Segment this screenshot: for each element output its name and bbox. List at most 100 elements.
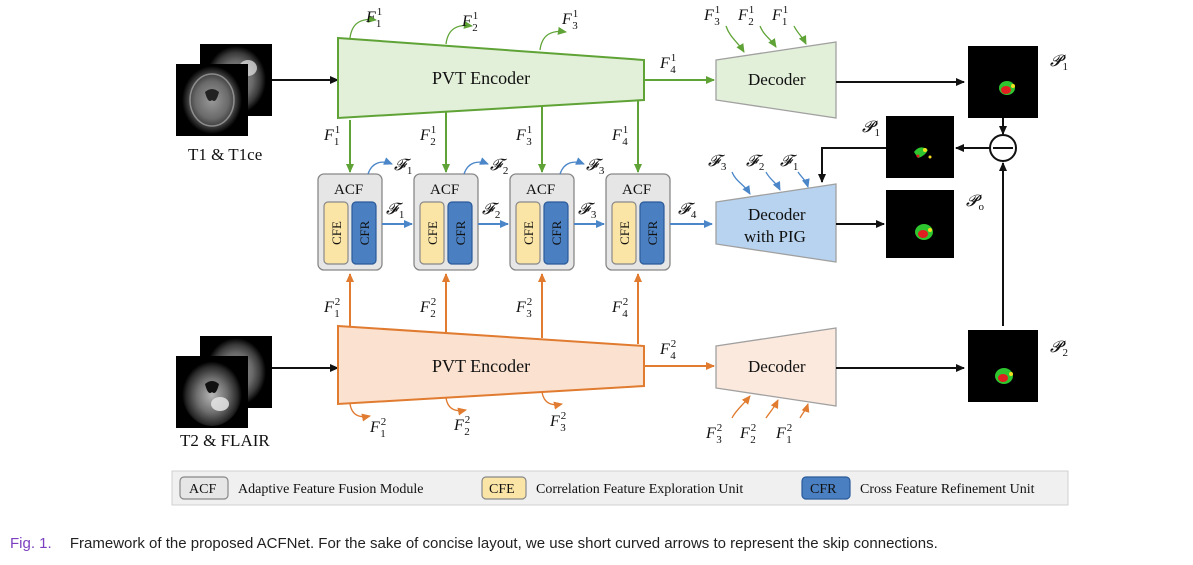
acf-title: ACF — [622, 182, 651, 198]
pig-skip-arrow-3 — [731, 171, 751, 195]
svg-text:𝓕2: 𝓕2 — [482, 201, 500, 221]
cfe-label: CFE — [617, 221, 632, 245]
svg-text:F11: F11 — [365, 6, 382, 30]
svg-text:F13: F13 — [515, 124, 532, 148]
cfr-label: CFR — [453, 220, 468, 245]
bottom-decoder-skip-arrow-2 — [765, 399, 779, 419]
pig-decoder-label-line2: with PIG — [744, 227, 806, 246]
cfe-label: CFE — [521, 221, 536, 245]
svg-text:F21: F21 — [369, 416, 386, 440]
svg-text:𝓕2: 𝓕2 — [490, 157, 508, 177]
svg-text:F14: F14 — [611, 124, 628, 148]
svg-text:𝓕3: 𝓕3 — [578, 201, 597, 221]
top-skip-arrow-1 — [349, 14, 377, 39]
svg-text:F12: F12 — [737, 4, 754, 28]
bottom-skip-arrow-1 — [349, 403, 371, 422]
svg-text:F23: F23 — [515, 296, 532, 320]
cfe-label: CFE — [329, 221, 344, 245]
difference-to-pig-arrow — [818, 147, 886, 183]
svg-text:F21: F21 — [775, 422, 792, 446]
acf-module-row: ACF CFE CFR ACF CFE CFR ACF CFE CFR ACF CFE CFR — [317, 173, 671, 271]
acf-skip-arrows — [367, 157, 585, 175]
top-skip-arrow-2 — [445, 20, 473, 45]
legend-cfe-tag: CFE — [489, 482, 515, 497]
cfr-label: CFR — [357, 220, 372, 245]
top-decoder-skip-arrow-3 — [725, 25, 745, 53]
svg-text:𝓕1: 𝓕1 — [386, 201, 404, 221]
bottom-decoder — [715, 327, 837, 407]
bottom-pvt-encoder — [337, 324, 645, 406]
p2-output-image — [968, 330, 1038, 402]
acf-title: ACF — [430, 182, 459, 198]
top-pvt-encoder — [337, 36, 645, 120]
legend-cfr-tag: CFR — [810, 482, 837, 497]
po-output-image — [886, 190, 954, 258]
bottom-decoder-skip-arrow-1 — [799, 403, 810, 419]
pig-skip-arrow-2 — [765, 171, 781, 191]
figure-caption: Fig. 1. Framework of the proposed ACFNet… — [10, 535, 938, 552]
cfr-label: CFR — [549, 220, 564, 245]
cfr-unit — [543, 201, 569, 265]
svg-text:F11: F11 — [323, 124, 340, 148]
svg-text:F12: F12 — [461, 10, 478, 34]
svg-text:F13: F13 — [561, 8, 578, 32]
pig-skip-arrow-1 — [797, 171, 810, 188]
acf-module-4: ACF CFE CFR — [605, 173, 671, 271]
legend-cfr-text: Cross Feature Refinement Unit — [860, 482, 1035, 497]
legend: ACF Adaptive Feature Fusion Module CFE C… — [171, 470, 1069, 506]
bottom-encoder-to-acf-arrows — [346, 273, 642, 344]
acf-module-1: ACF CFE CFR — [317, 173, 383, 271]
legend-acf-swatch — [179, 476, 229, 500]
p1-tilde-label: 𝓟1 — [862, 119, 880, 139]
caption-prefix: Fig. 1. — [10, 535, 52, 552]
subtract-node — [989, 134, 1017, 162]
p1-label: 𝓟1 — [1050, 53, 1068, 73]
svg-text:𝓕1: 𝓕1 — [780, 153, 798, 173]
bottom-skip-arrow-3 — [541, 391, 563, 410]
svg-text:F22: F22 — [419, 296, 436, 320]
top-decoder-skip-arrow-1 — [793, 25, 807, 45]
svg-text:F22: F22 — [453, 414, 470, 438]
cfr-unit — [447, 201, 473, 265]
top-encoder-to-acf-arrows — [346, 100, 642, 173]
acf-title: ACF — [334, 182, 363, 198]
svg-text:F13: F13 — [703, 4, 720, 28]
bottom-skip-arrow-2 — [445, 397, 467, 416]
bottom-encoder-label: PVT Encoder — [432, 356, 530, 376]
legend-cfe-swatch — [481, 476, 527, 500]
po-label: 𝓟o — [966, 193, 985, 213]
cfe-unit — [515, 201, 541, 265]
difference-map-image — [886, 116, 954, 178]
acf-title: ACF — [526, 182, 555, 198]
svg-text:𝓕2: 𝓕2 — [746, 153, 764, 173]
bottom-decoder-skip-arrow-3 — [731, 395, 751, 419]
p2-label: 𝓟2 — [1050, 339, 1068, 359]
svg-text:𝓕3: 𝓕3 — [586, 157, 605, 177]
top-decoder — [715, 41, 837, 119]
bottom-input-images — [176, 336, 272, 428]
legend-cfr-swatch — [801, 476, 851, 500]
top-decoder-skip-arrow-2 — [759, 25, 777, 48]
bottom-decoder-label: Decoder — [748, 357, 806, 376]
cfe-unit — [419, 201, 445, 265]
cfr-label: CFR — [645, 220, 660, 245]
p1-output-image — [968, 46, 1038, 118]
pig-decoder — [715, 183, 837, 263]
top-skip-arrow-3 — [539, 26, 567, 51]
svg-text:F24: F24 — [611, 296, 628, 320]
cfr-unit — [351, 201, 377, 265]
cfe-unit — [323, 201, 349, 265]
svg-text:F23: F23 — [549, 410, 566, 434]
svg-text:𝓕4: 𝓕4 — [678, 201, 697, 221]
cfe-label: CFE — [425, 221, 440, 245]
legend-acf-tag: ACF — [189, 482, 216, 497]
legend-cfe-text: Correlation Feature Exploration Unit — [536, 482, 743, 497]
